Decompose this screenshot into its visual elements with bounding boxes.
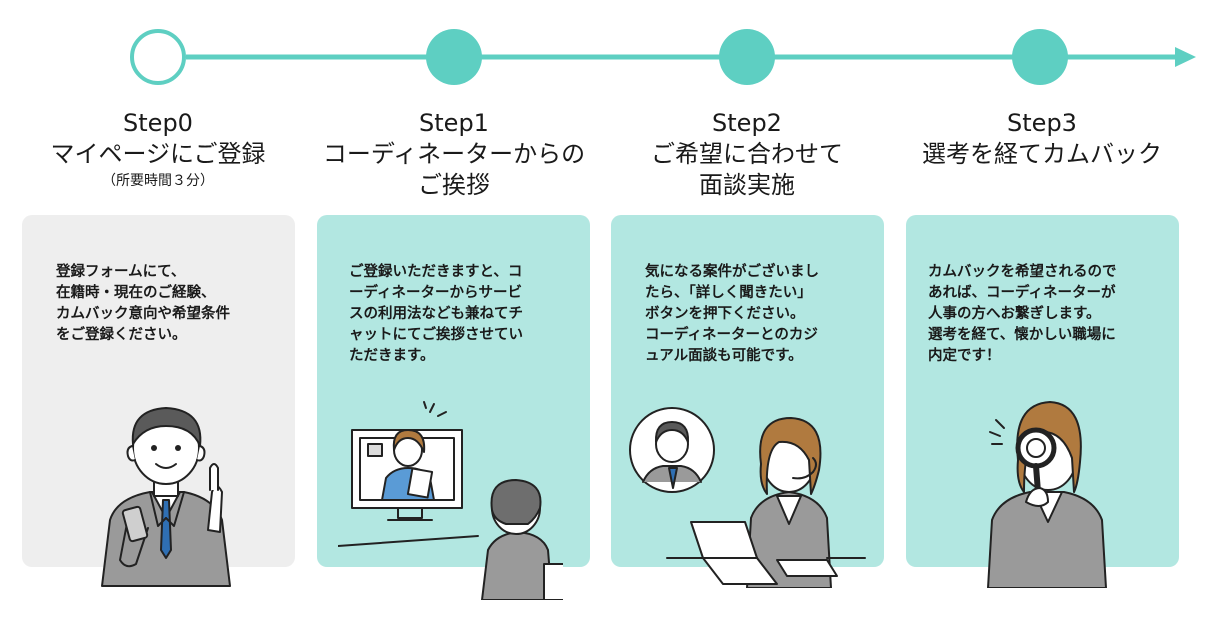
timeline-arrow-head xyxy=(1175,47,1196,67)
step0-title: マイページにご登録 xyxy=(50,140,266,168)
step2-heading: Step2 ご希望に合わせて 面談実施 xyxy=(602,108,892,201)
step0-heading: Step0 マイページにご登録 （所要時間３分） xyxy=(13,108,303,190)
video-call-illustration xyxy=(338,401,563,600)
step3-title: 選考を経てカムバック xyxy=(922,140,1162,168)
timeline-node-step1 xyxy=(426,29,482,85)
timeline xyxy=(130,29,1196,85)
step2-card xyxy=(611,215,884,567)
step0-label: Step0 xyxy=(123,109,193,137)
woman-with-magnifier-illustration xyxy=(987,401,1107,588)
step1-label: Step1 xyxy=(419,109,489,137)
man-with-phone-illustration xyxy=(101,407,231,587)
step2-description: 気になる案件がございまし たら、「詳しく聞きたい」 ボタンを押下ください。 コー… xyxy=(645,264,819,364)
step2-title-line2: 面談実施 xyxy=(699,171,795,199)
online-interview-illustration xyxy=(629,407,866,588)
timeline-node-step2 xyxy=(719,29,775,85)
step1-description: ご登録いただきますと、コ ーディネーターからサービ スの利用法なども兼ねてチ ャ… xyxy=(349,264,523,364)
step3-label: Step3 xyxy=(1007,109,1077,137)
step3-heading: Step3 選考を経てカムバック xyxy=(897,108,1187,170)
step1-title: コーディネーターからの xyxy=(322,140,586,168)
step2-title: ご希望に合わせて xyxy=(651,140,843,168)
step1-heading: Step1 コーディネーターからの ご挨拶 xyxy=(309,108,599,201)
timeline-node-step0 xyxy=(130,29,186,85)
timeline-node-step3 xyxy=(1012,29,1068,85)
step3-description: カムバックを希望されるので あれば、コーディネーターが 人事の方へお繋ぎします。… xyxy=(928,264,1117,364)
step1-title-line2: ご挨拶 xyxy=(418,171,490,199)
step0-description: 登録フォームにて、 在籍時・現在のご経験、 カムバック意向や希望条件 をご登録く… xyxy=(56,264,230,343)
step2-label: Step2 xyxy=(712,109,782,137)
step0-note: （所要時間３分） xyxy=(102,173,214,189)
